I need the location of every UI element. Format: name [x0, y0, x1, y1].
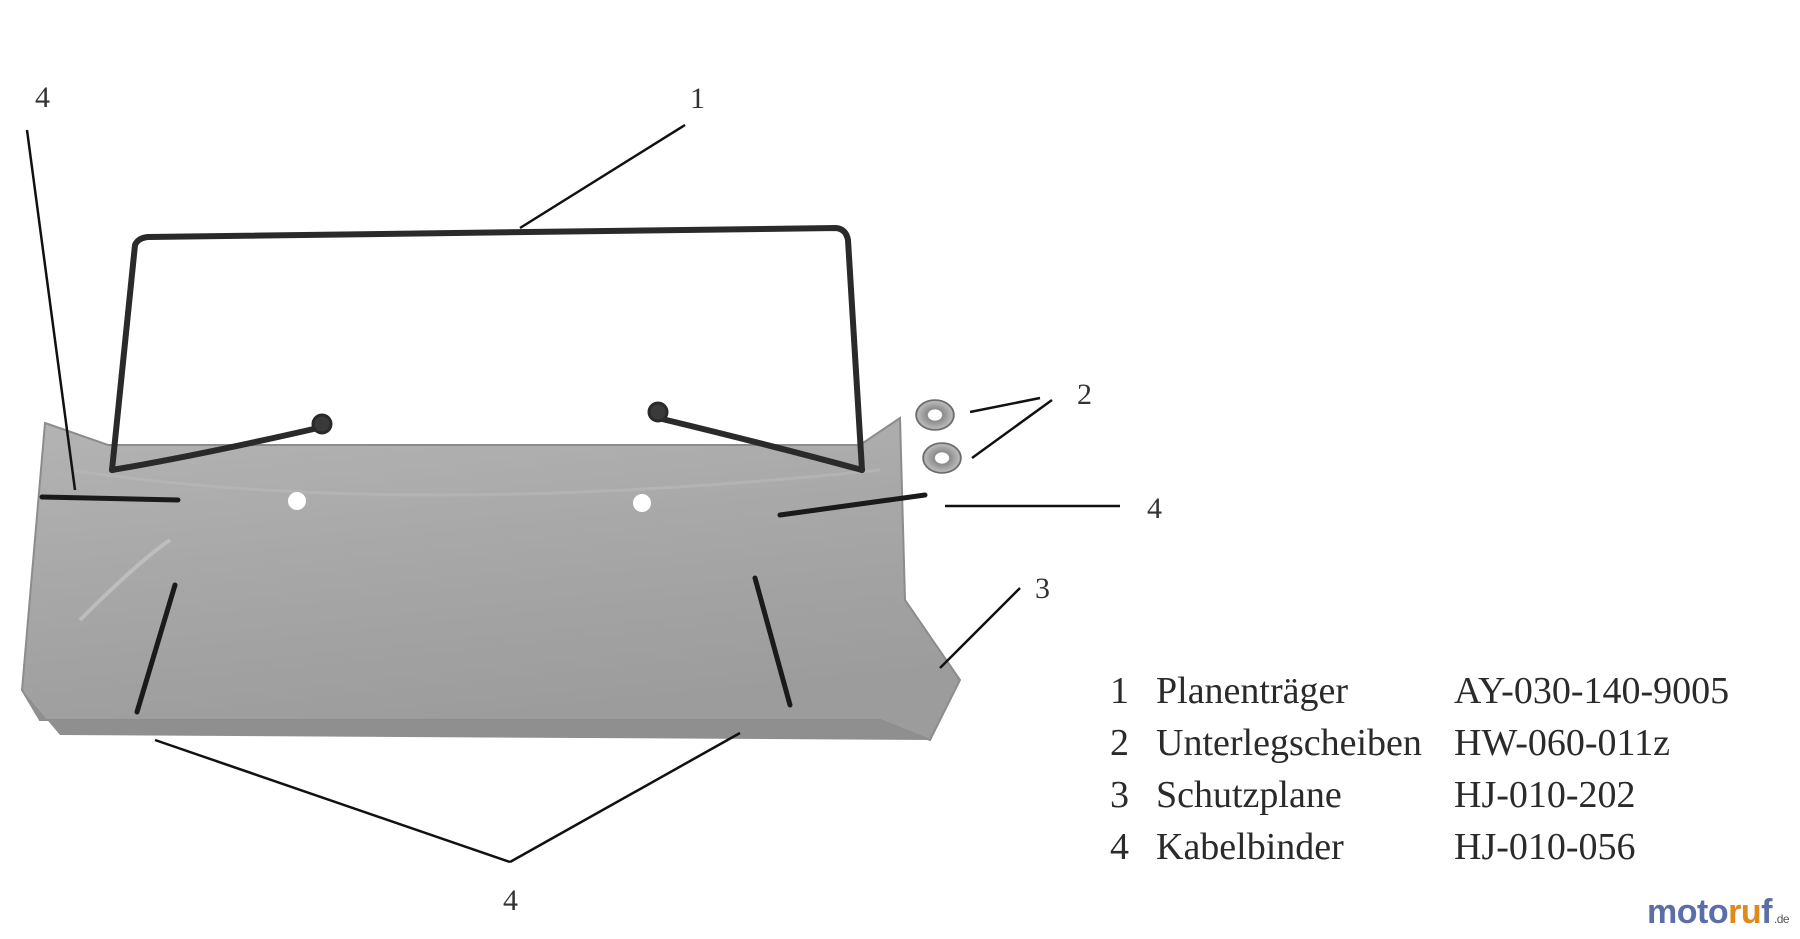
part-number: 4 [1110, 826, 1129, 868]
part-code: AY-030-140-9005 [1454, 670, 1730, 712]
part-number: 2 [1110, 722, 1129, 764]
parts-list-row: 4 Kabelbinder HJ-010-056 [1110, 821, 1729, 873]
callout-4-top-left: 4 [35, 81, 50, 114]
parts-list-row: 2 Unterlegscheiben HW-060-011z [1110, 717, 1729, 769]
cable-tie-bottom-left [134, 582, 178, 715]
part-name: Kabelbinder [1156, 826, 1344, 868]
protective-tarp [20, 416, 962, 742]
part-code: HJ-010-202 [1454, 774, 1636, 816]
logo-text-ru: ru [1728, 893, 1762, 931]
motoruf-logo: motoruf.de [1647, 893, 1790, 932]
part-number: 3 [1110, 774, 1129, 816]
cable-ties [39, 492, 928, 715]
mounting-hole-left [288, 492, 306, 510]
parts-list-row: 3 Schutzplane HJ-010-202 [1110, 769, 1729, 821]
part-number: 1 [1110, 670, 1129, 712]
washer-top [915, 399, 955, 431]
callout-2-washers: 2 [1077, 378, 1092, 411]
cable-tie-right [777, 492, 928, 518]
part-name: Planenträger [1156, 670, 1349, 712]
part-name: Schutzplane [1156, 774, 1342, 816]
logo-tld: .de [1773, 912, 1790, 926]
washers [915, 399, 962, 474]
parts-list-row: 1 Planenträger AY-030-140-9005 [1110, 665, 1729, 717]
washer-bottom [922, 442, 962, 474]
tarp-carrier-frame [109, 225, 865, 473]
part-name: Unterlegscheiben [1156, 722, 1422, 764]
logo-text-moto: moto [1647, 893, 1729, 931]
part-code: HJ-010-056 [1454, 826, 1636, 868]
leader-lines [25, 123, 1120, 864]
callout-4-bottom: 4 [503, 884, 518, 917]
logo-text-f: f [1761, 893, 1772, 931]
mounting-hole-right [633, 494, 651, 512]
callout-4-right: 4 [1147, 492, 1162, 525]
parts-list: 1 Planenträger AY-030-140-9005 2 Unterle… [1110, 665, 1729, 873]
callout-3-tarp: 3 [1035, 572, 1050, 605]
cable-tie-left [39, 494, 181, 503]
part-code: HW-060-011z [1454, 722, 1670, 764]
callout-1-frame: 1 [690, 82, 705, 115]
cable-tie-bottom-right [752, 575, 793, 708]
